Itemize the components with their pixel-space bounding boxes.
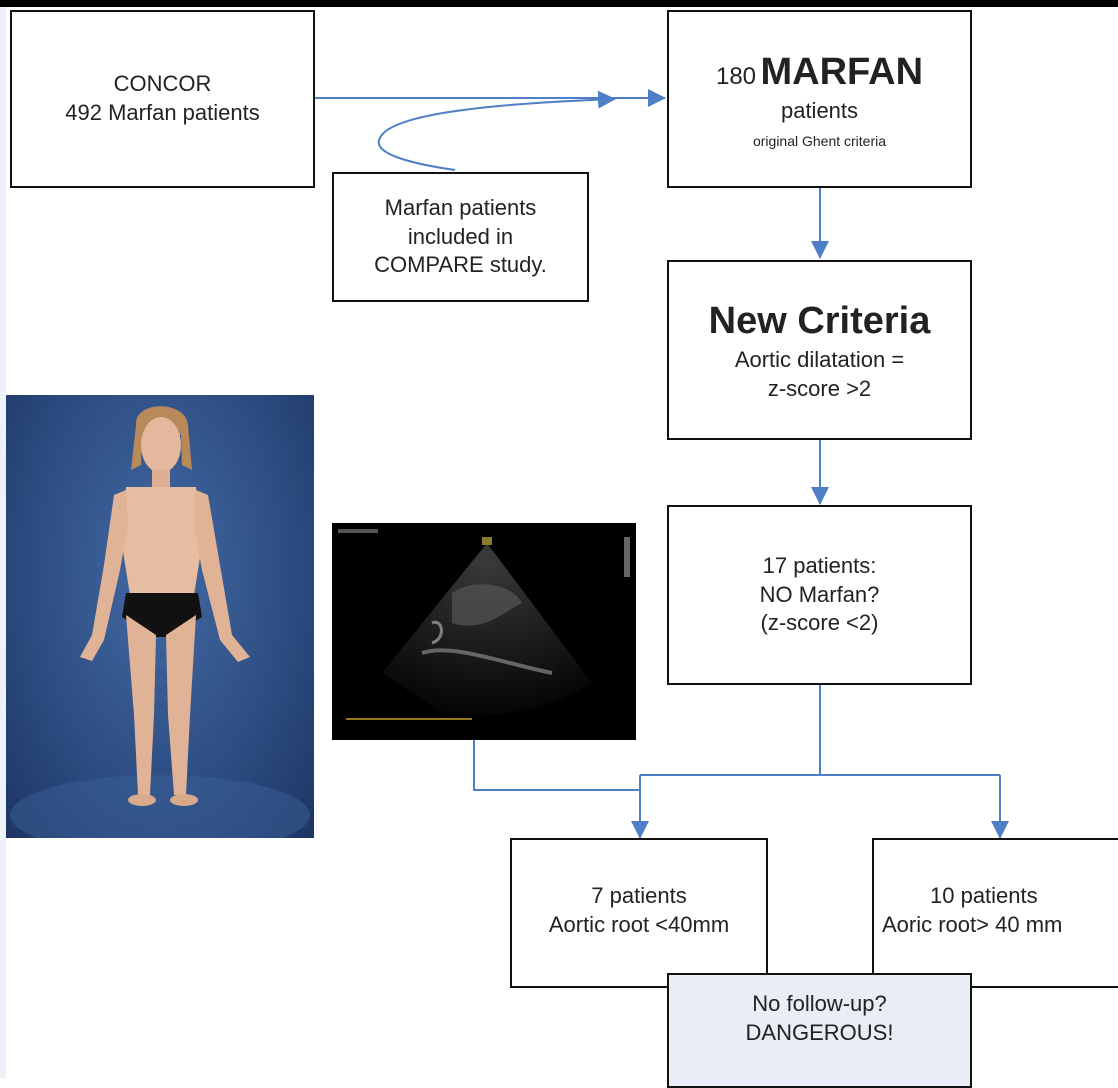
seventeen-line3: (z-score <2)	[760, 610, 879, 636]
marfan-count: 180	[715, 62, 757, 90]
ten-line1: 10 patients	[930, 883, 1038, 908]
branch-line	[640, 684, 1000, 776]
new-criteria-line2: Aortic dilatation =	[734, 347, 905, 373]
seven-line2: Aortic root <40mm	[548, 911, 730, 937]
new-criteria-box: New Criteria Aortic dilatation = z-score…	[667, 260, 972, 440]
echo-connector	[473, 740, 640, 791]
compare-box: Marfan patients included in COMPARE stud…	[332, 172, 589, 302]
danger-box: No follow-up? DANGEROUS!	[667, 973, 972, 1088]
seven-patients-box: 7 patients Aortic root <40mm	[510, 838, 768, 988]
compare-line2: included in	[407, 223, 514, 249]
new-criteria-title: New Criteria	[708, 299, 931, 342]
marfan-criteria: original Ghent criteria	[752, 132, 887, 149]
seventeen-patients-box: 17 patients: NO Marfan? (z-score <2)	[667, 505, 972, 685]
concor-count: 492 Marfan patients	[65, 100, 260, 125]
seventeen-line2: NO Marfan?	[759, 581, 880, 607]
patient-photo	[6, 395, 314, 838]
marfan-word: MARFAN	[760, 50, 924, 93]
left-strip	[0, 7, 6, 1078]
top-border	[0, 0, 1118, 7]
danger-line1: No follow-up?	[752, 991, 887, 1016]
marfan-patients: patients	[780, 98, 859, 124]
compare-line1: Marfan patients	[384, 195, 537, 221]
echo-scan	[338, 529, 630, 720]
person-figure	[10, 406, 310, 838]
concor-title: CONCOR	[113, 71, 212, 97]
seventeen-line1: 17 patients:	[762, 553, 877, 579]
echocardiogram-image	[332, 523, 636, 740]
ten-patients-box: 10 patients Aoric root> 40 mm	[872, 838, 1118, 988]
concor-box: CONCOR 492 Marfan patients	[10, 10, 315, 188]
marfan-heading: 180 MARFAN	[716, 48, 923, 97]
new-criteria-line3: z-score >2	[767, 375, 872, 401]
marfan-box: 180 MARFAN patients original Ghent crite…	[667, 10, 972, 188]
seven-line1: 7 patients	[591, 883, 687, 908]
ten-line2: Aoric root> 40 mm	[882, 911, 1063, 937]
compare-line3: COMPARE study.	[374, 252, 547, 278]
danger-line2: DANGEROUS!	[745, 1019, 894, 1045]
arrow-compare-to-marfan	[377, 90, 616, 171]
